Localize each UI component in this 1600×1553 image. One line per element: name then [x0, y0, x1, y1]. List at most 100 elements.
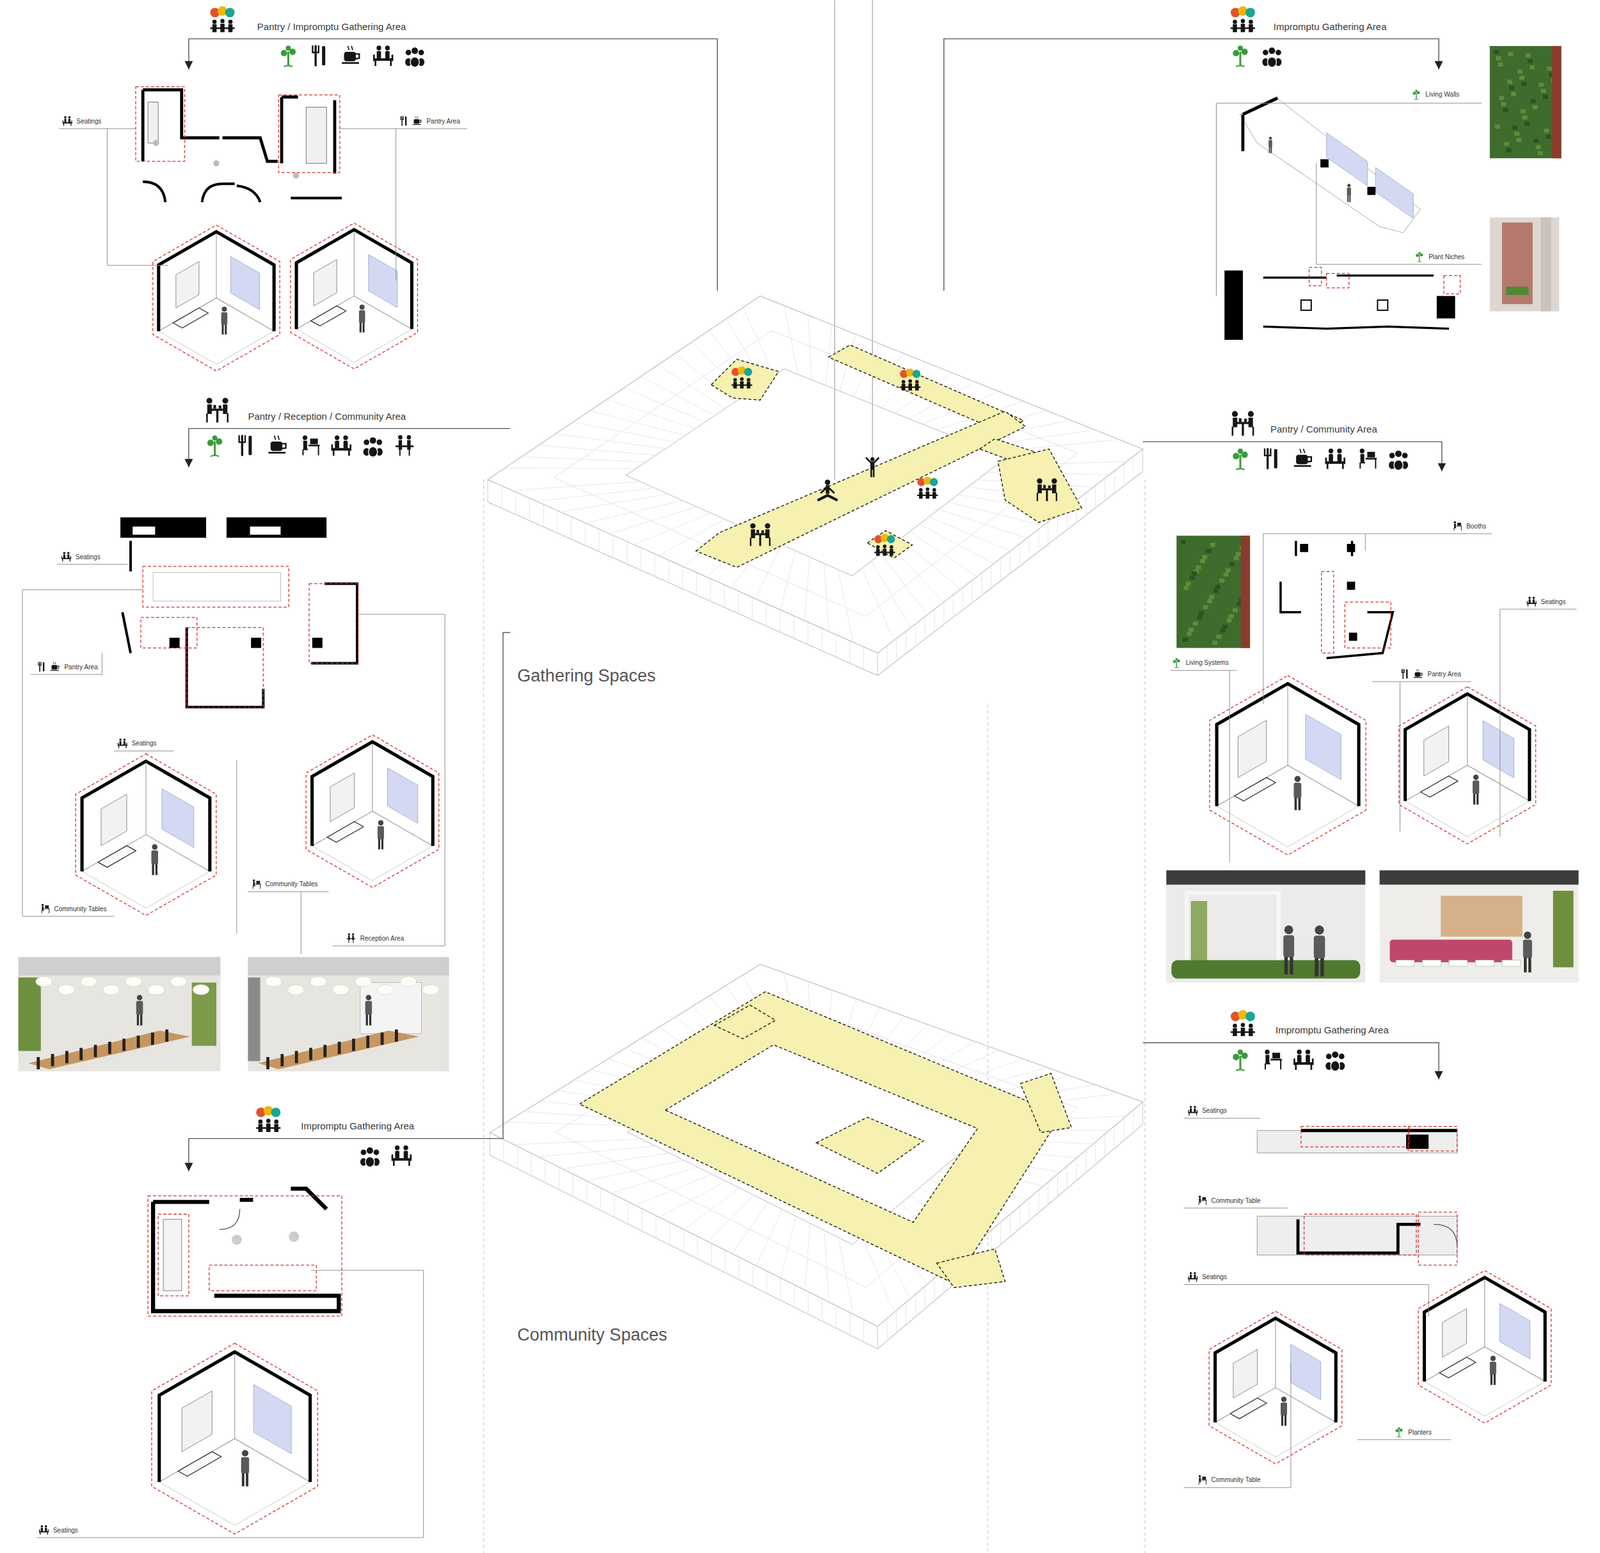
line-art — [1232, 49, 1240, 57]
line-art — [39, 1531, 48, 1533]
rect-shape — [250, 638, 262, 649]
person-figure — [241, 1450, 250, 1487]
line-art — [285, 45, 291, 51]
fork-icon — [1264, 449, 1278, 469]
line-art — [929, 478, 939, 487]
table-icon — [206, 398, 229, 424]
line-art — [318, 446, 320, 456]
line-art — [334, 440, 340, 449]
line-art — [1269, 147, 1271, 153]
line-art — [825, 324, 832, 386]
line-art — [818, 495, 837, 500]
line-art — [606, 399, 696, 429]
line-art — [915, 624, 916, 647]
line-art — [901, 380, 906, 384]
line-art — [780, 1278, 781, 1301]
desk-icon — [1453, 521, 1462, 532]
line-art — [227, 413, 229, 423]
line-art — [241, 1457, 250, 1474]
line-art — [55, 662, 57, 665]
line-art — [553, 330, 1078, 617]
sofa-icon — [373, 45, 393, 66]
line-art — [302, 435, 308, 440]
rect-shape — [1509, 85, 1515, 90]
rect-shape — [1489, 46, 1562, 159]
rect-shape — [1525, 53, 1531, 57]
line-art — [61, 556, 63, 560]
yoga-icon — [818, 480, 837, 501]
building-ghost — [487, 296, 1144, 676]
line-art — [392, 1160, 395, 1167]
line-art — [206, 413, 208, 423]
rect-shape — [1440, 896, 1523, 937]
zone-outline — [186, 627, 264, 708]
rect-shape — [1183, 585, 1189, 590]
line-art — [1132, 456, 1134, 479]
rect-shape — [1367, 186, 1376, 196]
line-art — [1252, 426, 1254, 436]
line-art — [125, 976, 143, 987]
line-art — [266, 1118, 271, 1124]
line-art — [640, 547, 642, 571]
line-art — [1359, 462, 1361, 469]
line-art — [1294, 798, 1298, 811]
line-art — [44, 1525, 48, 1528]
line-art — [1312, 1058, 1314, 1065]
line-art — [1189, 1272, 1193, 1275]
line-art — [808, 314, 813, 380]
line-art — [515, 492, 516, 515]
line-art — [398, 440, 402, 450]
rect-shape — [1301, 300, 1312, 311]
desk-icon — [1359, 448, 1377, 469]
line-art — [1360, 453, 1365, 463]
line-art — [1240, 19, 1246, 24]
line-art — [696, 572, 697, 596]
rect-shape — [18, 957, 221, 976]
line-art — [1265, 1063, 1271, 1065]
rect-shape — [1498, 62, 1504, 66]
line-art — [287, 52, 290, 66]
line-art — [303, 440, 308, 450]
line-art — [1528, 599, 1531, 604]
sofa — [327, 821, 364, 843]
line-art — [368, 446, 378, 457]
line-art — [40, 910, 43, 914]
rect-shape — [1505, 286, 1529, 296]
meet-icon — [874, 533, 895, 556]
wall-panel — [1237, 720, 1266, 778]
line-art — [889, 545, 894, 550]
line-art — [152, 140, 160, 147]
line-art — [723, 584, 725, 608]
line-art — [231, 1234, 242, 1245]
part-label: Seatings — [53, 1526, 79, 1535]
meet-icon — [1230, 6, 1256, 33]
line-art — [1047, 1182, 1049, 1205]
line-art — [1269, 136, 1273, 141]
line-art — [241, 1473, 245, 1487]
line-art — [38, 662, 41, 666]
rect-shape — [1436, 296, 1456, 319]
room-floor — [159, 1352, 311, 1526]
line-art — [896, 1310, 897, 1334]
window — [253, 1384, 292, 1455]
stand2-icon — [395, 435, 414, 456]
line-art — [47, 1532, 48, 1536]
line-art — [934, 609, 936, 632]
rect-shape — [1219, 578, 1225, 583]
line-art — [407, 440, 411, 450]
line-art — [824, 480, 831, 486]
group-icon — [359, 1147, 380, 1168]
render-photo — [1489, 217, 1560, 312]
rect-shape — [1206, 549, 1212, 553]
rect-shape — [366, 1035, 370, 1048]
line-art — [1232, 19, 1238, 25]
line-art — [378, 839, 381, 850]
line-art — [1036, 478, 1042, 484]
line-art — [877, 653, 879, 676]
rect-shape — [165, 1029, 169, 1042]
rect-shape — [163, 1219, 182, 1291]
line-art — [590, 410, 686, 436]
line-art — [910, 531, 978, 577]
line-art — [401, 116, 403, 126]
